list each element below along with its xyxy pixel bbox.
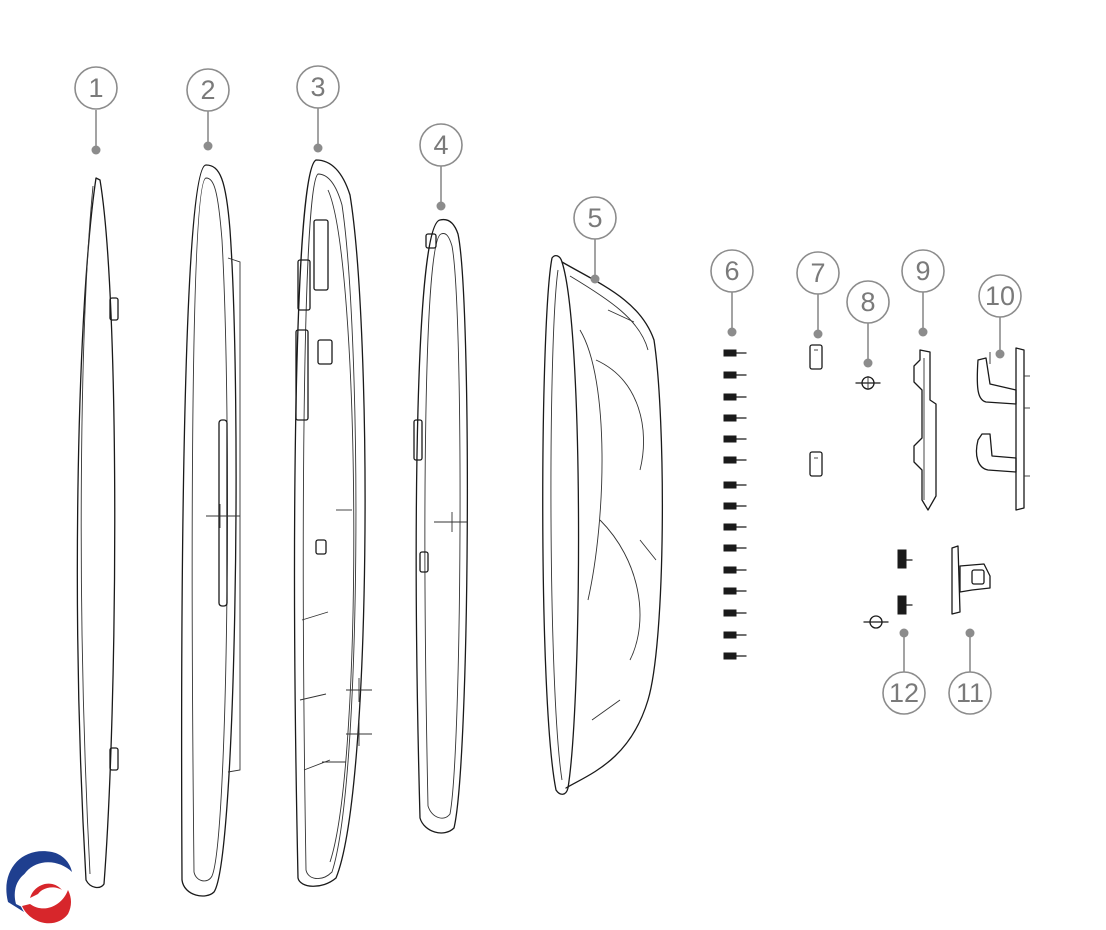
callout-9: 9	[901, 249, 945, 337]
part-10-hinge	[975, 347, 1030, 511]
part-4-inner-ring	[413, 218, 469, 834]
callout-3-label: 3	[310, 72, 325, 102]
part-6-screws	[723, 349, 747, 660]
callout-2-label: 2	[200, 75, 215, 105]
callout-7-label: 7	[810, 258, 825, 288]
callout-2: 2	[186, 68, 230, 151]
callout-12: 12	[882, 628, 926, 715]
callout-1-label: 1	[88, 73, 103, 103]
part-7-clips	[809, 344, 823, 477]
part-2-outer-frame	[180, 164, 241, 897]
callout-6-label: 6	[724, 256, 739, 286]
callout-10-label: 10	[985, 281, 1015, 311]
callouts: 1 2 3 4 5	[74, 65, 1022, 715]
part-1-outer-glass	[76, 177, 119, 889]
callout-6: 6	[710, 249, 754, 337]
callout-1: 1	[74, 66, 118, 155]
screw	[723, 349, 747, 660]
part-9-hinge-plate	[913, 349, 937, 511]
callout-8: 8	[846, 280, 890, 368]
callout-8-label: 8	[860, 287, 875, 317]
callout-12-label: 12	[889, 678, 919, 708]
callout-7: 7	[796, 251, 840, 339]
callout-10: 10	[978, 274, 1022, 359]
callout-11: 11	[948, 628, 992, 715]
callout-3: 3	[296, 65, 340, 153]
part-5-glass-bowl	[542, 255, 664, 795]
part-3-inner-door-frame	[293, 159, 372, 887]
callout-4-label: 4	[433, 130, 448, 160]
part-8-plug	[855, 376, 881, 390]
part-11-lock-bracket	[951, 545, 991, 615]
callout-4: 4	[419, 123, 463, 211]
callout-5-label: 5	[587, 203, 602, 233]
brand-logo	[6, 851, 72, 924]
callout-9-label: 9	[915, 256, 930, 286]
part-12-fasteners	[863, 549, 913, 629]
callout-11-label: 11	[956, 678, 984, 708]
callout-5: 5	[573, 196, 617, 284]
